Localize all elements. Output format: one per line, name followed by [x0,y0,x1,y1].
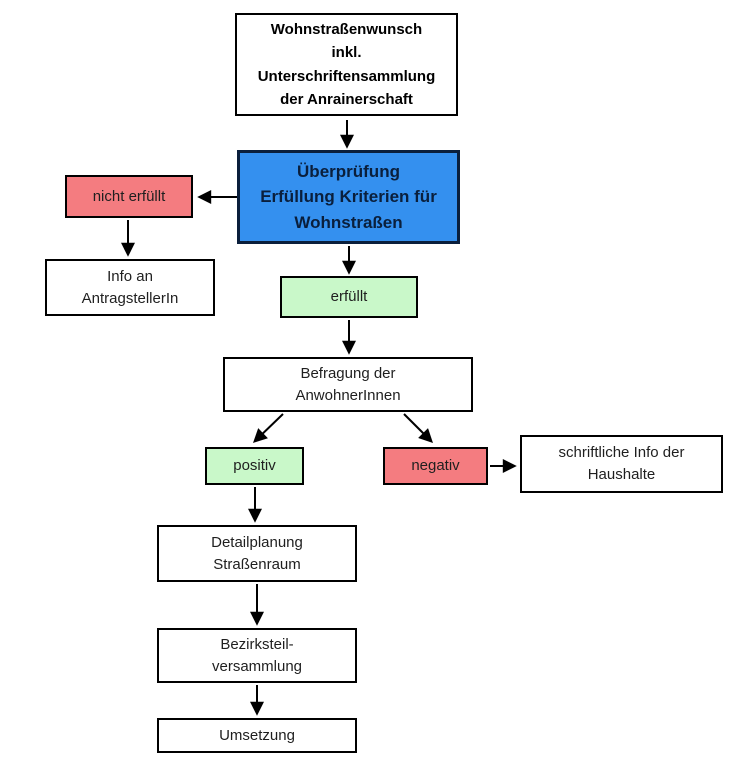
node-criteria-check: Überprüfung Erfüllung Kriterien für Wohn… [237,150,460,244]
node-fulfilled: erfüllt [280,276,418,318]
node-not-fulfilled: nicht erfüllt [65,175,193,218]
node-resident-survey: Befragung der AnwohnerInnen [223,357,473,412]
node-detail-planning: Detailplanung Straßenraum [157,525,357,582]
arrow-survey-to-negative [403,413,433,443]
node-district-meeting: Bezirksteil- versammlung [157,628,357,683]
node-negative: negativ [383,447,488,485]
node-positive: positiv [205,447,304,485]
node-implementation: Umsetzung [157,718,357,753]
node-info-applicant: Info an AntragstellerIn [45,259,215,316]
node-info-households: schriftliche Info der Haushalte [520,435,723,493]
node-request: Wohnstraßenwunsch inkl. Unterschriftensa… [235,13,458,116]
arrow-survey-to-positive [252,413,284,443]
